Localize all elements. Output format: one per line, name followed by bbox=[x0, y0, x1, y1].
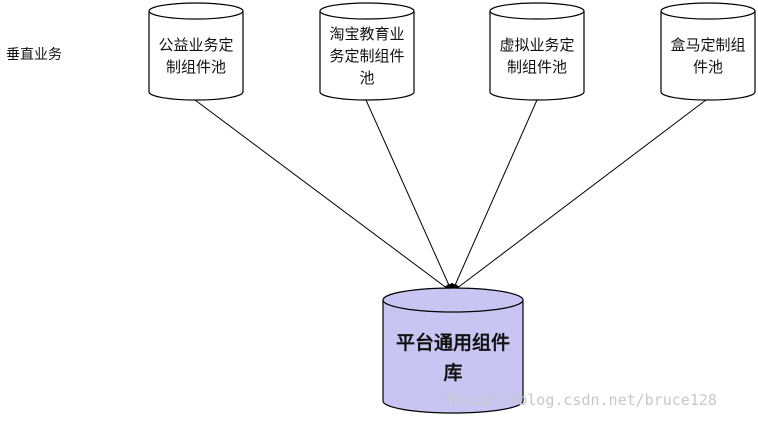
platform-library-label-line-1: 平台通用组件 bbox=[395, 332, 510, 354]
connector-gongyi-to-platform bbox=[194, 99, 453, 293]
cylinder-pool-hema bbox=[660, 2, 756, 101]
connector-virtual-to-platform bbox=[451, 99, 538, 293]
pool-taobao-edu-label: 淘宝教育业 务定制组件 池 bbox=[320, 20, 414, 92]
pool-taobao-edu-label-line-3: 池 bbox=[359, 69, 375, 87]
pool-taobao-edu-label-line-2: 务定制组件 bbox=[329, 47, 405, 65]
pool-taobao-edu-label-line-1: 淘宝教育业 bbox=[329, 25, 405, 43]
pool-gongyi-label-line-1: 公益业务定 bbox=[158, 36, 234, 54]
pool-gongyi-label: 公益业务定 制组件池 bbox=[149, 20, 243, 92]
platform-library-label-line-2: 库 bbox=[443, 362, 463, 384]
connector-hema-to-platform bbox=[451, 99, 707, 293]
cylinder-pool-taobao-edu bbox=[319, 2, 415, 101]
pool-gongyi-label-line-2: 制组件池 bbox=[165, 58, 226, 76]
watermark-text: https://blog.csdn.net/bruce128 bbox=[446, 391, 717, 409]
pool-virtual-label-line-2: 制组件池 bbox=[506, 58, 567, 76]
pool-hema-label-line-2: 件池 bbox=[692, 58, 723, 76]
pool-virtual-label: 虚拟业务定 制组件池 bbox=[490, 20, 584, 92]
cylinder-pool-virtual bbox=[489, 2, 585, 101]
cylinder-pool-gongyi bbox=[148, 2, 244, 101]
platform-library-label: 平台通用组件 库 bbox=[383, 318, 523, 398]
pool-hema-label: 盒马定制组 件池 bbox=[661, 20, 755, 92]
pool-virtual-label-line-1: 虚拟业务定 bbox=[499, 36, 575, 54]
connector-taobao-edu-to-platform bbox=[365, 99, 453, 293]
pool-hema-label-line-1: 盒马定制组 bbox=[670, 36, 746, 54]
cylinder-platform-library bbox=[382, 287, 524, 414]
vertical-business-label: 垂直业务 bbox=[6, 47, 62, 63]
